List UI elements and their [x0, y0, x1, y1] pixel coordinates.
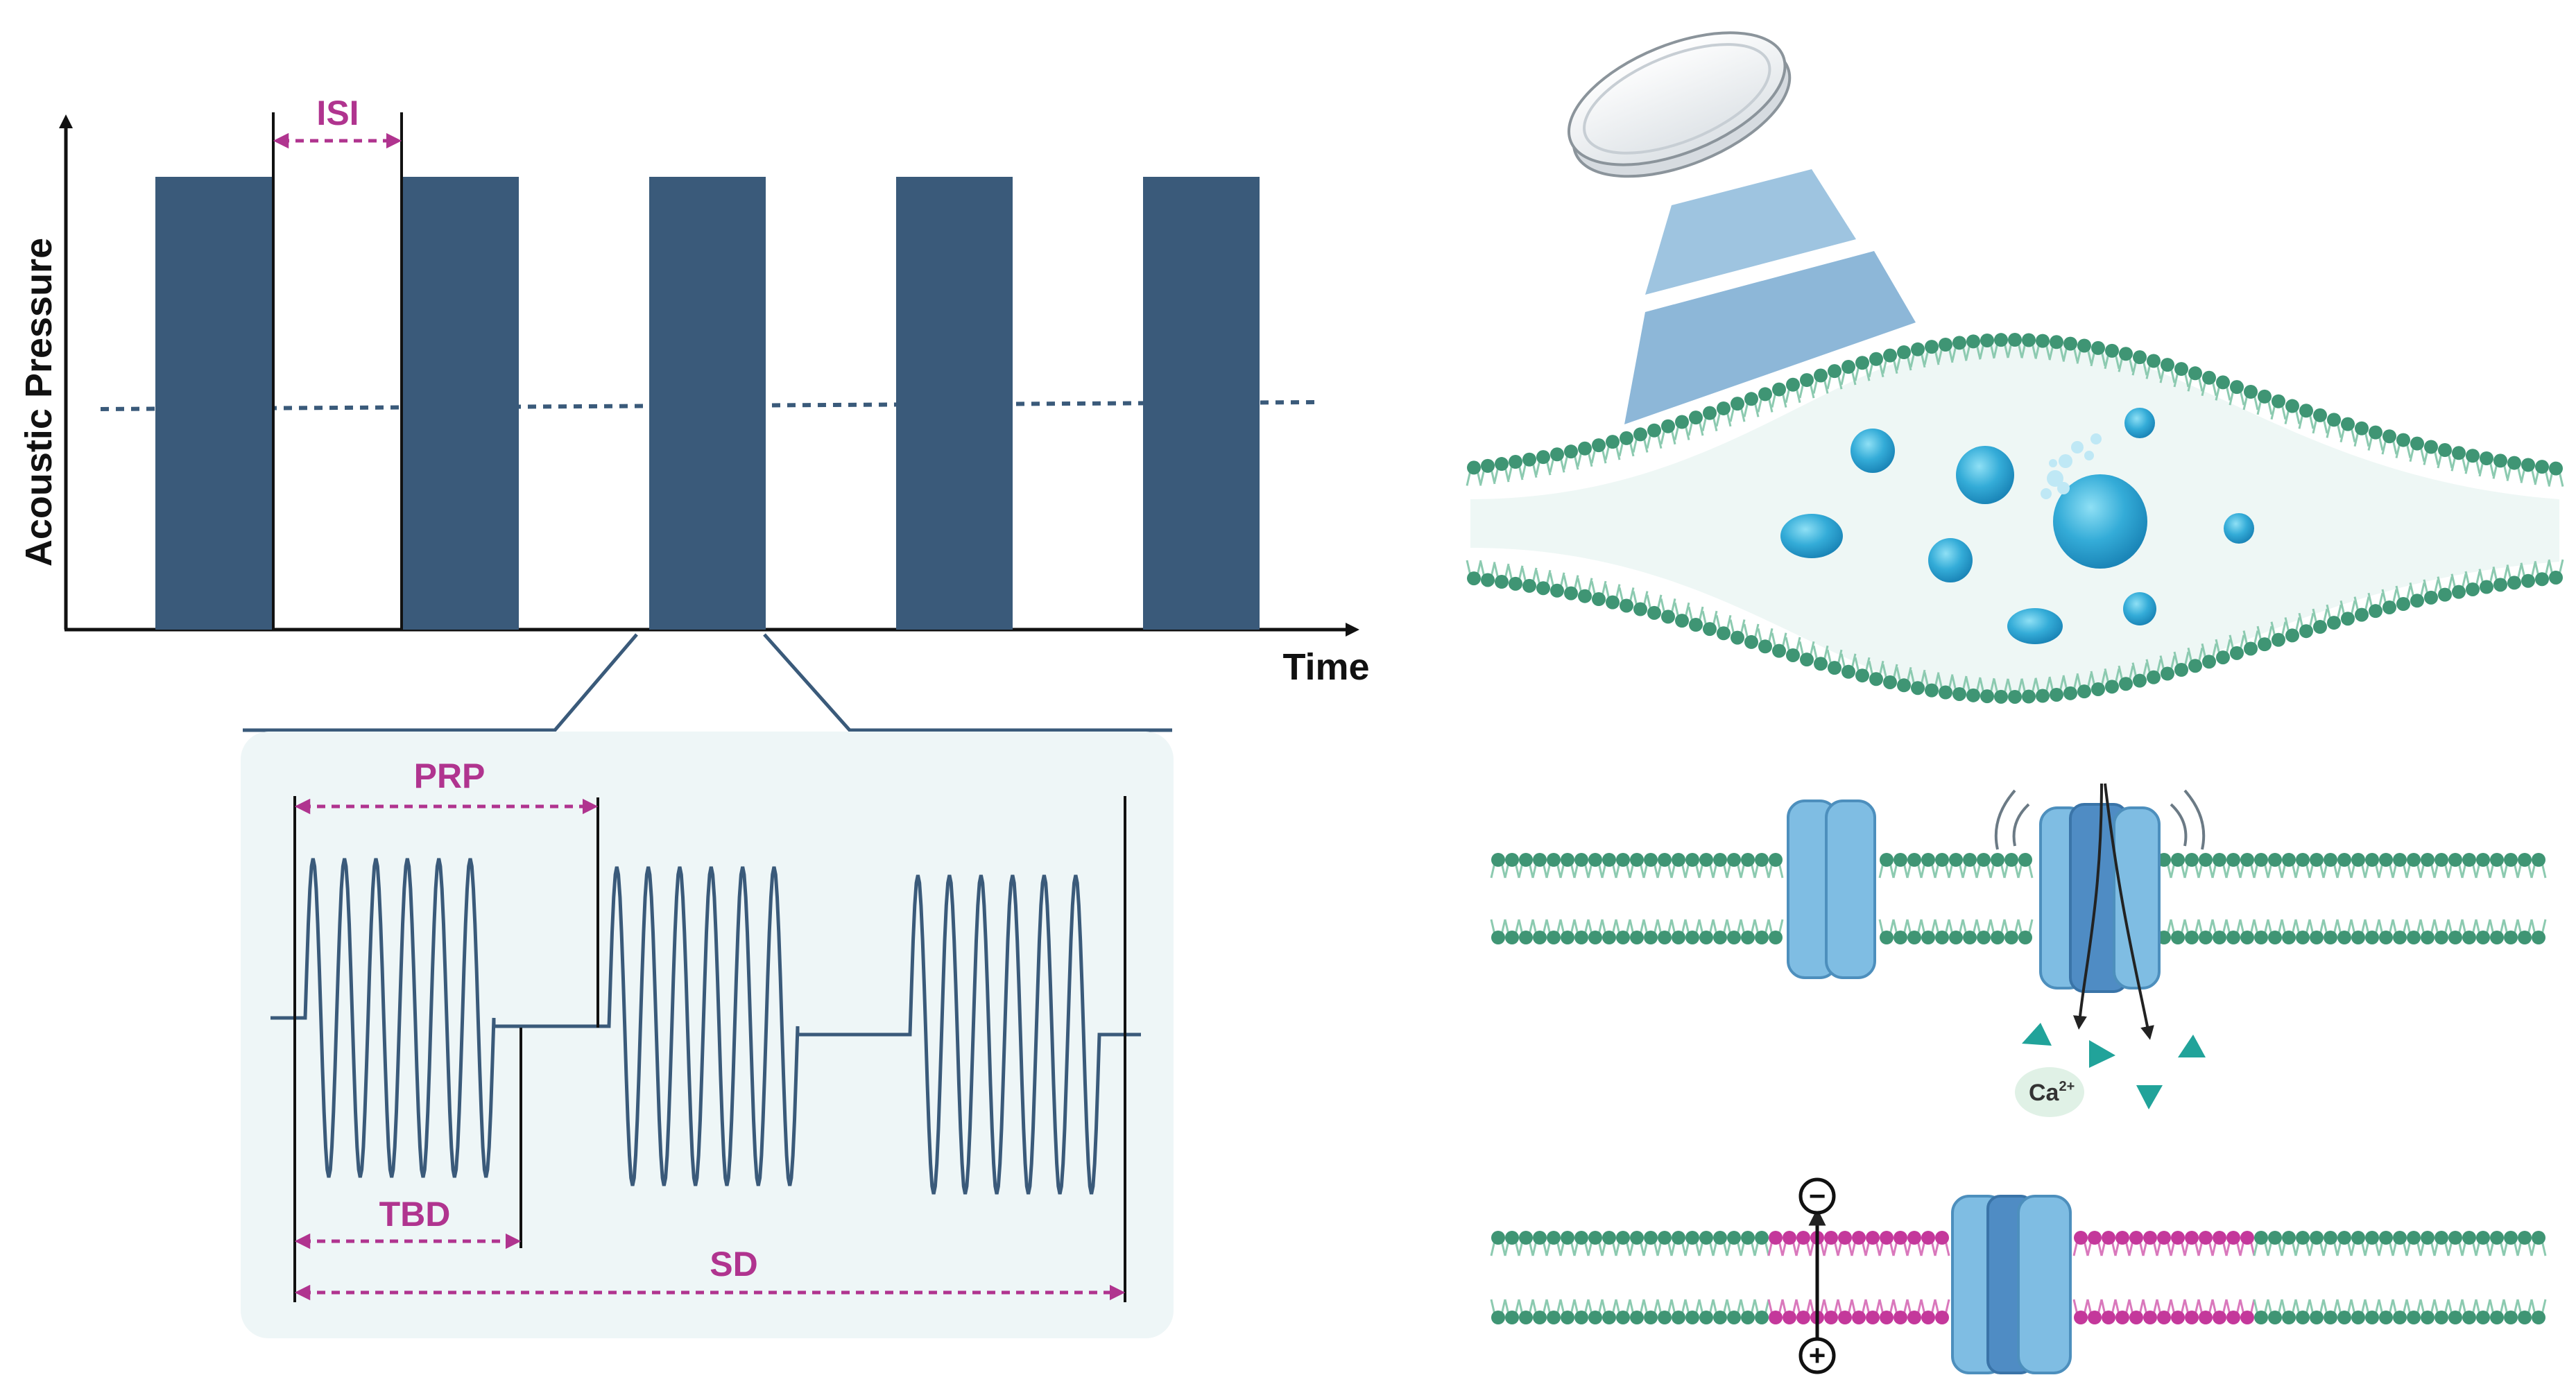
x-axis-label: Time: [1282, 646, 1369, 688]
mean-pressure-line: [100, 400, 1315, 411]
burst-waveform: [271, 858, 1141, 1195]
microbubble: [1956, 446, 2014, 504]
microbubble: [1851, 429, 1895, 473]
calcium-ion: [2022, 1023, 2052, 1046]
calcium-ion: [2178, 1035, 2206, 1057]
calcium-ion: [2089, 1040, 2115, 1068]
transducer-dish: [1568, 31, 1792, 178]
microbubble: [2224, 513, 2254, 544]
pulse-bar: [402, 177, 519, 630]
pulse-bar: [896, 177, 1013, 630]
bubble-fragments: [2041, 433, 2102, 499]
zoom-panel-background: [241, 732, 1174, 1338]
bulging-membrane: [1466, 333, 2564, 704]
zoom-connector: [763, 633, 1172, 732]
vibration-arc: [2183, 789, 2206, 850]
prp-label: PRP: [414, 757, 486, 795]
closed-channel: [1787, 800, 1876, 979]
flat-membrane: [1490, 853, 2547, 944]
zoom-connector: [243, 633, 638, 732]
ultrasound-beam-far: [1645, 169, 1856, 295]
vibration-arc: [2170, 803, 2188, 847]
svg-text:+: +: [1809, 1339, 1826, 1372]
microbubble: [2124, 408, 2155, 438]
negative-charge-icon: −: [1798, 1177, 1836, 1215]
ion-flow-arrow: [2104, 783, 2154, 1040]
pulse-bar: [1143, 177, 1260, 630]
microbubble: [1928, 538, 1973, 582]
bottom-channel: [1951, 1195, 2072, 1374]
polarized-membrane: [1490, 1231, 2547, 1324]
ultrasound-beam-near: [1624, 251, 1916, 424]
pulse-bar: [155, 177, 272, 630]
open-channel: [1994, 783, 2206, 1040]
ion-halo: [2015, 1067, 2084, 1117]
sd-label: SD: [710, 1245, 757, 1284]
cell-interior: [1470, 340, 2559, 700]
ion-channel-illustration: Ca2+: [1490, 783, 2547, 1117]
vibration-arc: [1994, 789, 2016, 850]
membrane-capacitance-illustration: − +: [1490, 1177, 2547, 1374]
calcium-ion: [2136, 1085, 2163, 1109]
microbubble: [2123, 592, 2156, 625]
tbd-label: TBD: [379, 1195, 451, 1234]
positive-charge-icon: +: [1798, 1337, 1836, 1374]
isi-label: ISI: [316, 94, 359, 132]
vibration-arc: [2012, 803, 2030, 847]
burst-detail-panel: PRP TBD SD: [241, 732, 1174, 1338]
cavitation-illustration: [1466, 31, 2564, 704]
calcium-ions: Ca2+: [2015, 1023, 2206, 1117]
pulse-bar: [649, 177, 766, 630]
calcium-label: Ca2+: [2029, 1079, 2075, 1106]
pulse-train-chart: Acoustic Pressure Time ISI: [18, 94, 1370, 732]
collapsing-bubble: [2053, 474, 2147, 569]
microbubble: [2007, 608, 2063, 644]
svg-text:−: −: [1809, 1179, 1826, 1212]
microbubble: [1780, 514, 1843, 558]
y-axis-label: Acoustic Pressure: [18, 238, 60, 567]
ion-flow-arrow: [2072, 783, 2103, 1030]
